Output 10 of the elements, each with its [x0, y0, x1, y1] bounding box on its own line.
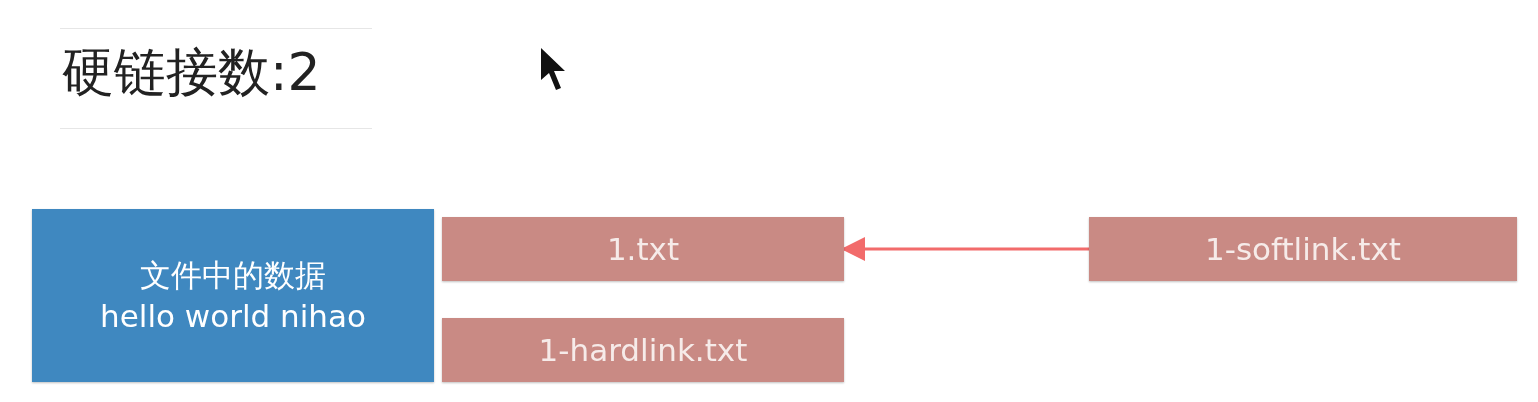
node-text: hello world nihao: [100, 296, 366, 336]
node-text: 1-softlink.txt: [1205, 229, 1401, 269]
node-text: 1-hardlink.txt: [538, 330, 748, 370]
node-text: 文件中的数据: [140, 256, 326, 296]
file-box: [442, 217, 844, 281]
file-box: [1089, 217, 1517, 281]
file-box: [442, 318, 844, 382]
title: 硬链接数:2: [62, 44, 321, 102]
node-text: 1.txt: [606, 229, 680, 269]
data-block: [32, 209, 434, 382]
